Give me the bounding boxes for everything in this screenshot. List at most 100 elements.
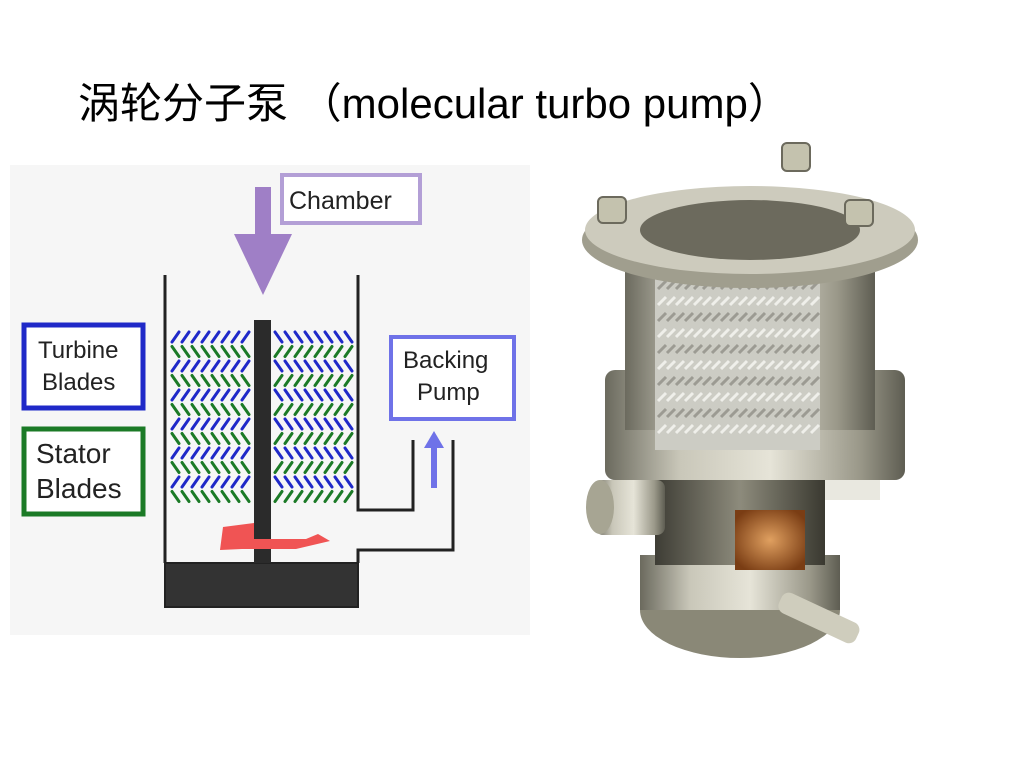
photo-blade — [701, 359, 713, 371]
stator-blade — [180, 490, 191, 503]
stator-blade — [200, 345, 211, 358]
photo-blade — [773, 423, 785, 435]
photo-blade — [683, 359, 695, 371]
turbine-blade — [333, 388, 344, 402]
stator-blade — [230, 432, 241, 445]
stator-blade — [333, 403, 344, 416]
stator-blade — [273, 403, 284, 416]
turbine-blade — [240, 388, 251, 402]
stator-blade — [303, 345, 314, 358]
stator-blade — [170, 490, 181, 503]
blade-stack — [170, 330, 354, 503]
photo-blade — [692, 391, 704, 403]
photo-blade — [710, 391, 722, 403]
turbine-blade — [343, 417, 354, 431]
turbine-blade — [170, 475, 181, 489]
stator-blade — [333, 345, 344, 358]
turbine-blade — [323, 475, 334, 489]
stator-blade — [313, 403, 324, 416]
turbine-blade — [313, 359, 324, 373]
photo-blade — [710, 311, 722, 323]
turbine-blade — [200, 417, 211, 431]
photo-blade — [809, 391, 821, 403]
stator-blade — [230, 345, 241, 358]
photo-blade — [656, 327, 668, 339]
turbine-blade — [343, 330, 354, 344]
turbine-blade — [313, 417, 324, 431]
turbine-label-line1: Turbine — [38, 337, 118, 364]
photo-blade — [656, 295, 668, 307]
photo-blade — [755, 327, 767, 339]
photo-side-port — [595, 480, 665, 535]
photo-blade — [764, 423, 776, 435]
photo-blade — [755, 311, 767, 323]
turbine-blade — [333, 417, 344, 431]
stator-blade — [273, 461, 284, 474]
photo-blade — [773, 295, 785, 307]
turbine-blade — [200, 446, 211, 460]
photo-blade — [737, 359, 749, 371]
stator-blade — [240, 345, 251, 358]
stator-blade — [220, 490, 231, 503]
stator-blade — [240, 403, 251, 416]
stator-blade — [273, 432, 284, 445]
turbine-blade — [180, 475, 191, 489]
turbine-blade — [180, 330, 191, 344]
photo-blade — [773, 375, 785, 387]
stator-blade — [210, 374, 221, 387]
turbine-blade — [220, 475, 231, 489]
turbine-blade — [303, 446, 314, 460]
turbine-blade — [180, 446, 191, 460]
turbine-blade — [273, 475, 284, 489]
turbine-blade — [333, 330, 344, 344]
turbine-blade — [283, 475, 294, 489]
turbine-blade — [210, 417, 221, 431]
photo-blade — [800, 295, 812, 307]
photo-blade — [737, 327, 749, 339]
photo-blade — [656, 375, 668, 387]
stator-blade — [200, 490, 211, 503]
turbine-blade — [343, 446, 354, 460]
turbine-blade — [293, 359, 304, 373]
stator-blade — [220, 374, 231, 387]
stator-blade — [283, 490, 294, 503]
turbine-blade — [220, 330, 231, 344]
photo-blade — [674, 375, 686, 387]
stator-blade — [240, 432, 251, 445]
photo-blade — [728, 311, 740, 323]
photo-blade — [755, 295, 767, 307]
photo-blade — [674, 327, 686, 339]
photo-blade — [674, 391, 686, 403]
stator-blade — [190, 345, 201, 358]
photo-blade — [710, 359, 722, 371]
turbine-blade — [303, 417, 314, 431]
stator-blade — [190, 374, 201, 387]
photo-blade — [791, 423, 803, 435]
photo-blade — [800, 327, 812, 339]
stator-blade — [230, 403, 241, 416]
turbine-blade — [343, 359, 354, 373]
stator-blade — [273, 490, 284, 503]
stator-blade — [323, 374, 334, 387]
stator-blade — [343, 374, 354, 387]
photo-blade — [656, 343, 668, 355]
photo-blade — [764, 407, 776, 419]
stator-blade — [303, 432, 314, 445]
photo-blade — [719, 423, 731, 435]
photo-blade — [809, 359, 821, 371]
photo-blade — [737, 407, 749, 419]
photo-blade — [764, 343, 776, 355]
stator-blade — [210, 461, 221, 474]
turbine-blade — [190, 359, 201, 373]
stator-blade — [220, 432, 231, 445]
turbine-blade — [323, 417, 334, 431]
photo-blade — [665, 311, 677, 323]
photo-blade — [737, 295, 749, 307]
turbine-blade — [313, 388, 324, 402]
photo-blade — [692, 375, 704, 387]
photo-blade — [710, 375, 722, 387]
photo-blade — [782, 359, 794, 371]
photo-blade — [674, 343, 686, 355]
photo-blade — [791, 407, 803, 419]
turbine-blade — [323, 330, 334, 344]
